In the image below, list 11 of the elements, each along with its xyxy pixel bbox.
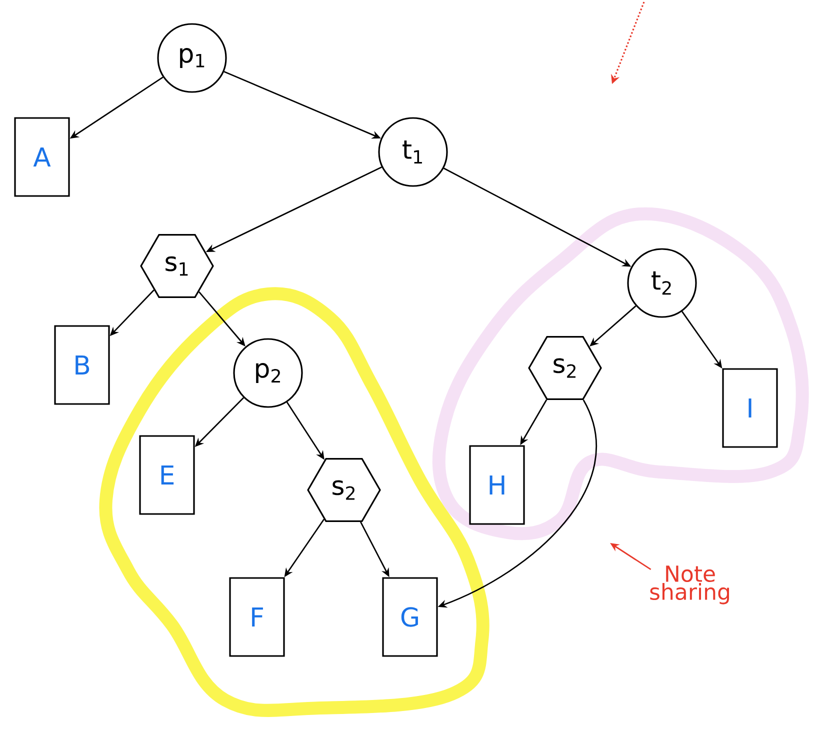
leaf-box: F [229, 577, 285, 657]
note-text: Note sharing [643, 564, 737, 606]
leaf-box: H [469, 445, 525, 525]
leaf-box: B [54, 325, 110, 405]
tree-node-hexagon: s$_{2}$ [307, 458, 381, 522]
leaf-box: I [722, 368, 778, 448]
tree-node-hexagon: s$_{1}$ [140, 234, 214, 298]
leaf-box: A [14, 117, 70, 197]
tree-node-hexagon: s$_{2}$ [528, 336, 602, 400]
leaf-box: G [382, 577, 438, 657]
leaf-box: E [139, 435, 195, 515]
